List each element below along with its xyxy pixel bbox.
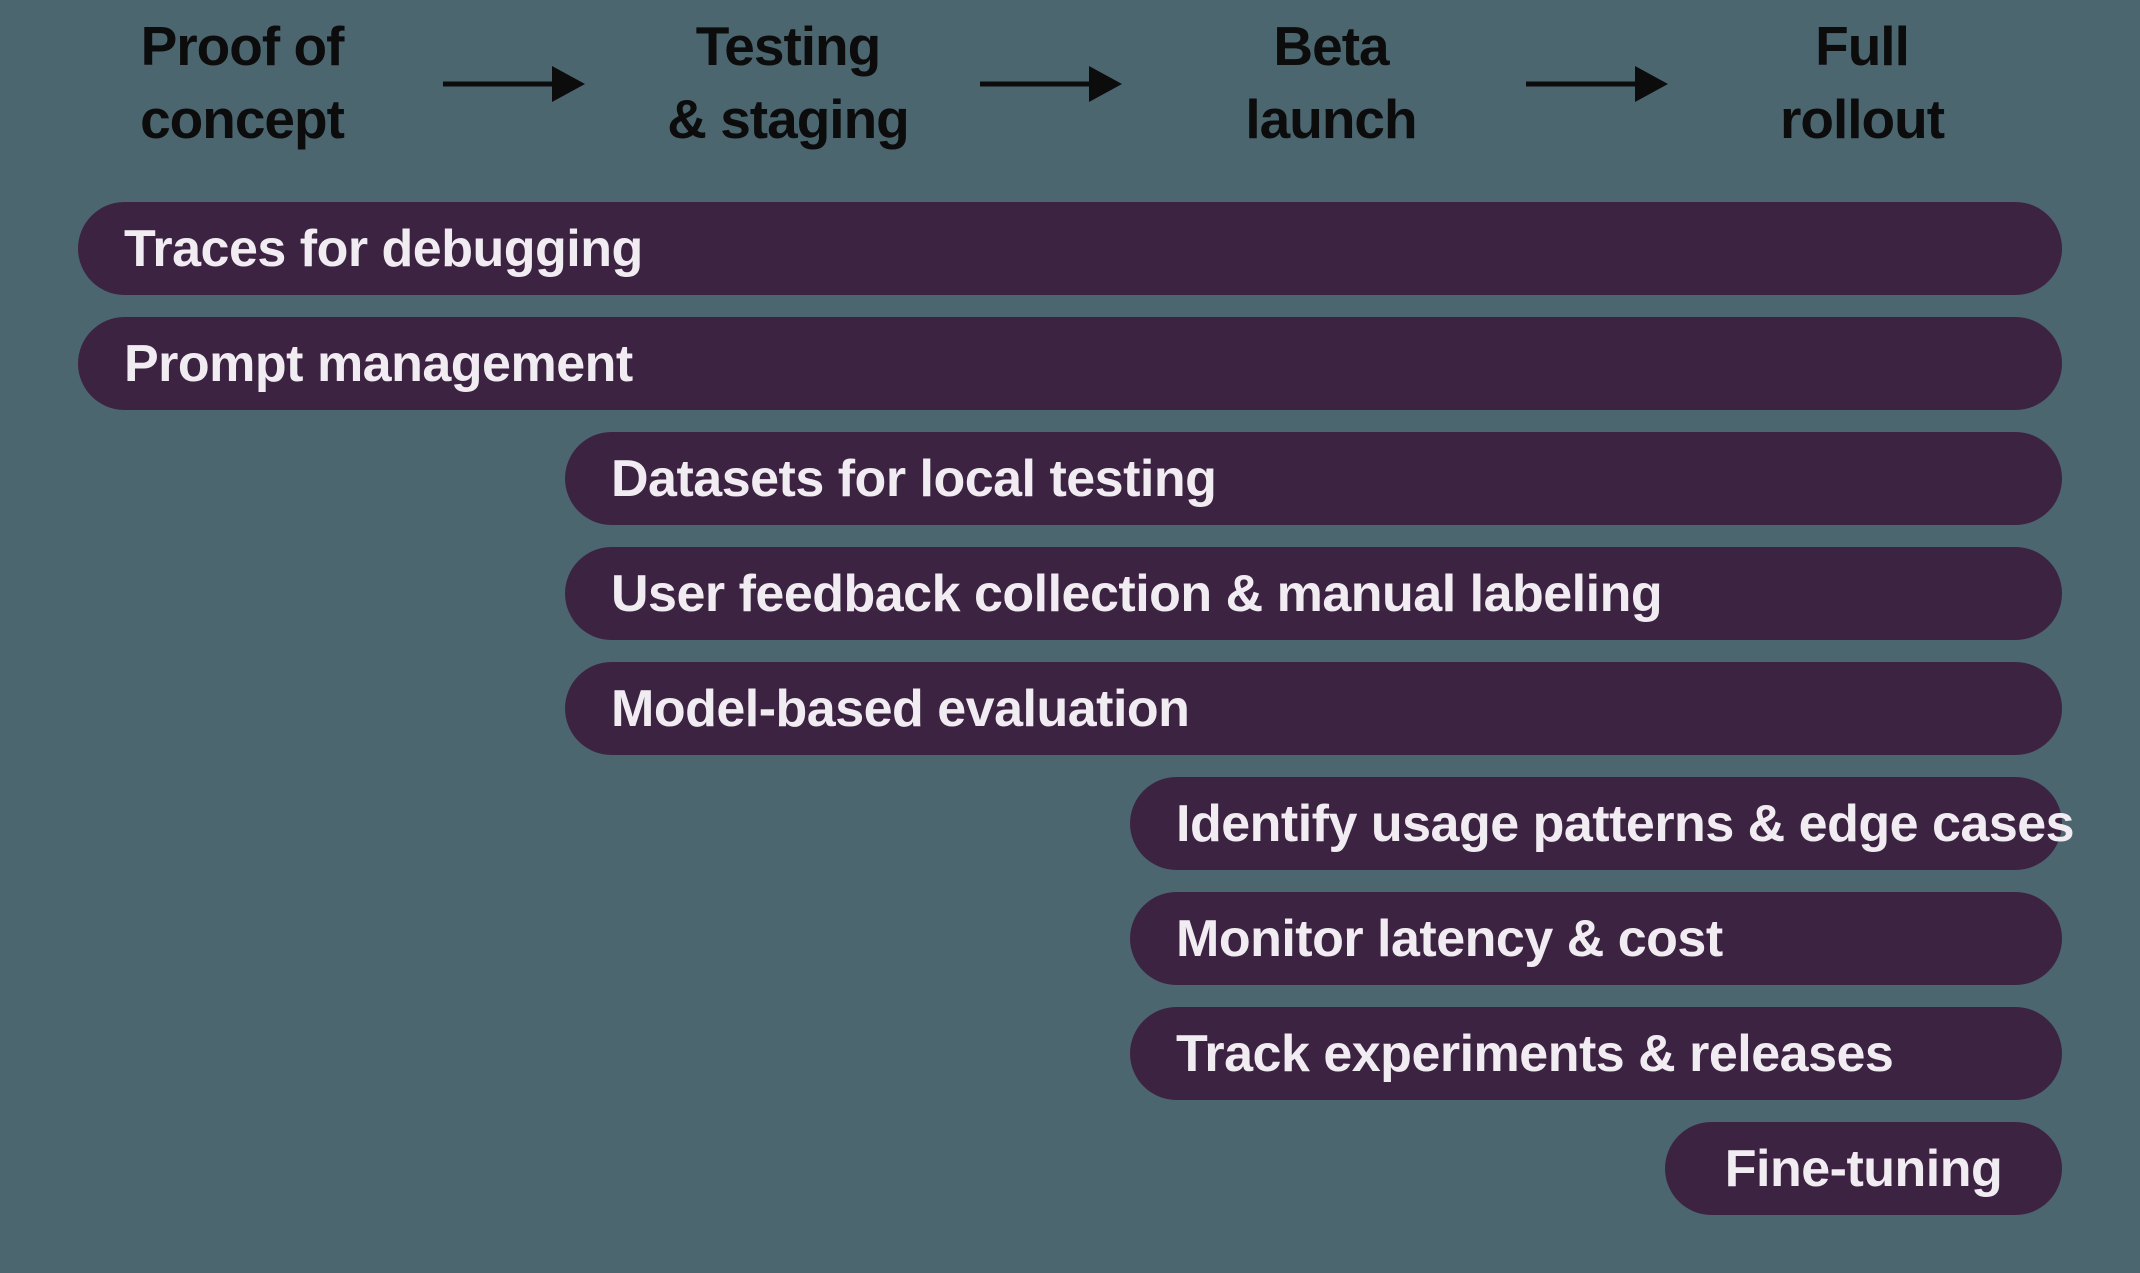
bar-label: Prompt management [124, 334, 633, 393]
stage-header-line: Beta [1273, 15, 1389, 77]
stage-header-line: rollout [1779, 88, 1945, 150]
stage-header-full-rollout: Full rollout [1779, 10, 1945, 156]
bar-label: Fine-tuning [1724, 1139, 2003, 1198]
stage-header-line: & staging [667, 88, 910, 150]
bar-monitor-latency-cost: Monitor latency & cost [1130, 892, 2062, 985]
bar-track-experiments-releases: Track experiments & releases [1130, 1007, 2062, 1100]
stage-header-testing-staging: Testing & staging [667, 10, 910, 156]
bar-label: Datasets for local testing [611, 449, 1217, 508]
stage-header-line: Testing [695, 15, 881, 77]
stage-header-line: concept [140, 88, 345, 150]
bar-datasets-for-local-testing: Datasets for local testing [565, 432, 2062, 525]
bar-label: Identify usage patterns & edge cases [1176, 794, 2075, 853]
stage-header-proof-of-concept: Proof of concept [140, 10, 345, 156]
bar-label: Monitor latency & cost [1176, 909, 1723, 968]
flow-arrow-icon [980, 62, 1122, 106]
stage-header-beta-launch: Beta launch [1245, 10, 1417, 156]
bar-fine-tuning: Fine-tuning [1665, 1122, 2062, 1215]
bar-label: Track experiments & releases [1176, 1024, 1894, 1083]
flow-arrow-icon [1526, 62, 1668, 106]
bar-label: User feedback collection & manual labeli… [611, 564, 1663, 623]
bar-prompt-management: Prompt management [78, 317, 2062, 410]
stage-header-line: Proof of [140, 15, 345, 77]
bar-label: Model-based evaluation [611, 679, 1190, 738]
flow-arrow-icon [443, 62, 585, 106]
bar-user-feedback-collection-manual-labeling: User feedback collection & manual labeli… [565, 547, 2062, 640]
stage-header-line: launch [1245, 88, 1417, 150]
bar-label: Traces for debugging [124, 219, 643, 278]
bar-traces-for-debugging: Traces for debugging [78, 202, 2062, 295]
bar-identify-usage-patterns-edge-cases: Identify usage patterns & edge cases [1130, 777, 2075, 870]
bar-model-based-evaluation: Model-based evaluation [565, 662, 2062, 755]
stage-header-line: Full [1815, 15, 1910, 77]
